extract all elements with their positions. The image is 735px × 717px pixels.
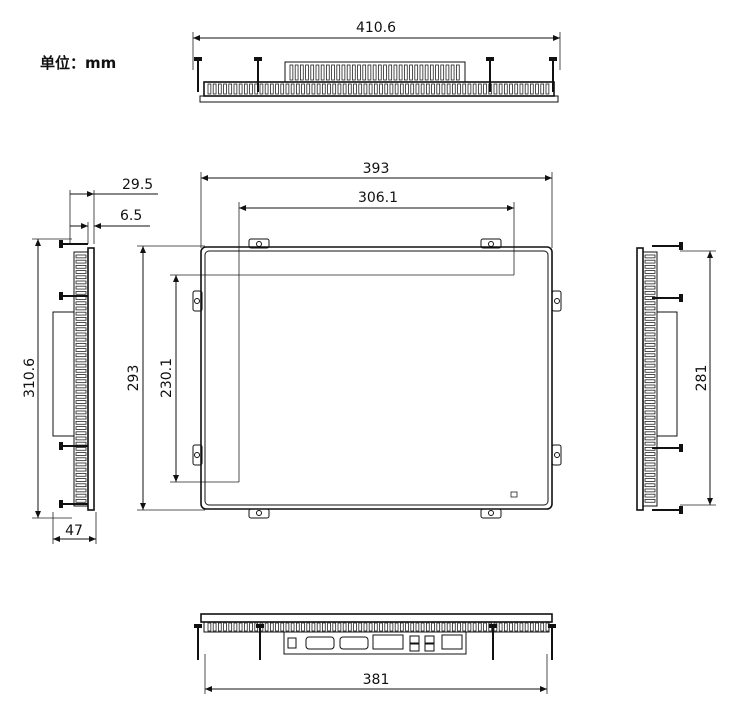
dim-display-width: 306.1 [358, 190, 398, 206]
io-ports [287, 634, 463, 652]
unit-label: 单位：mm [40, 54, 116, 72]
dim-side-height: 310.6 [22, 358, 38, 398]
dim-bottom-width: 381 [363, 672, 390, 688]
right-side-view: 281 [636, 242, 716, 514]
dim-front-height: 293 [126, 365, 142, 392]
dim-display-height: 230.1 [159, 358, 175, 398]
front-view: 393 306.1 293 230.1 [126, 161, 562, 519]
dim-side-bottom: 47 [65, 523, 83, 539]
dim-side-depth: 29.5 [122, 177, 153, 193]
dim-front-width: 393 [363, 161, 390, 177]
dim-side-bezel: 6.5 [120, 208, 142, 224]
top-view: 410.6 [192, 20, 561, 103]
bottom-view: 381 [194, 613, 556, 694]
dim-top-width: 410.6 [356, 20, 396, 36]
dim-right-height: 281 [694, 365, 710, 392]
left-side-view: 29.5 6.5 310.6 47 [22, 177, 158, 544]
